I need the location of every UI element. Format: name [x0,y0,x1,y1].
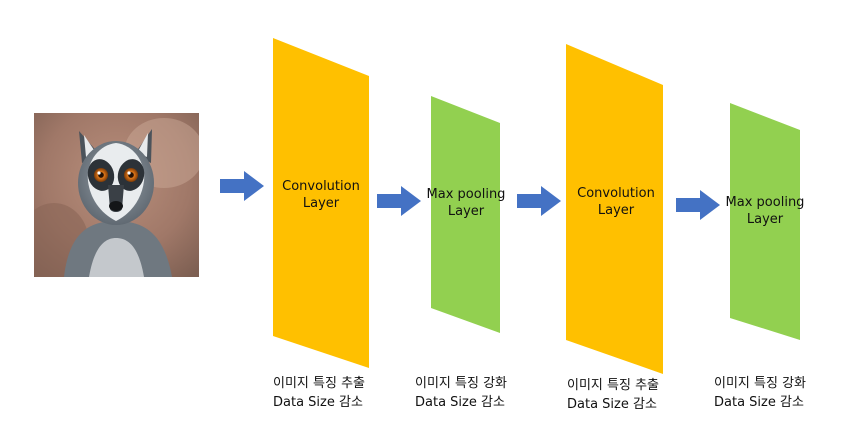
layer-caption: 이미지 특징 추출 Data Size 감소 [273,374,365,412]
layer-label-line1: Convolution [282,179,360,194]
pool-layer-shape [730,103,800,340]
caption-line1: 이미지 특징 강화 [415,376,507,391]
caption-line2: Data Size 감소 [273,395,363,410]
arrow-icon [220,171,264,201]
caption-line2: Data Size 감소 [567,397,657,412]
pool-layer-shape [431,96,500,333]
layer-caption: 이미지 특징 강화 Data Size 감소 [714,374,806,412]
caption-line2: Data Size 감소 [714,395,804,410]
arrow-icon [377,186,421,216]
arrow-icon [517,186,561,216]
caption-line1: 이미지 특징 강화 [714,376,806,391]
layer-label: Convolution Layer [565,185,667,219]
layer-label-line2: Layer [597,203,635,218]
layer-label: Max pooling Layer [420,186,512,220]
layer-label-line2: Layer [746,212,784,227]
lemur-photo-icon [34,113,199,277]
layer-caption: 이미지 특징 강화 Data Size 감소 [415,374,507,412]
caption-line2: Data Size 감소 [415,395,505,410]
conv-layer-shape [273,38,369,368]
caption-line1: 이미지 특징 추출 [567,378,659,393]
layer-label-line2: Layer [447,204,485,219]
conv-layer-shape [566,44,663,374]
layer-label: Convolution Layer [271,178,371,212]
layer-label-line2: Layer [302,196,340,211]
layer-label-line1: Max pooling [426,187,506,202]
layer-caption: 이미지 특징 추출 Data Size 감소 [567,376,659,414]
input-image-lemur [34,113,199,277]
layer-label-line1: Convolution [577,186,655,201]
caption-line1: 이미지 특징 추출 [273,376,365,391]
layer-label-line1: Max pooling [725,195,805,210]
arrow-icon [676,190,720,220]
layer-label: Max pooling Layer [719,194,811,228]
